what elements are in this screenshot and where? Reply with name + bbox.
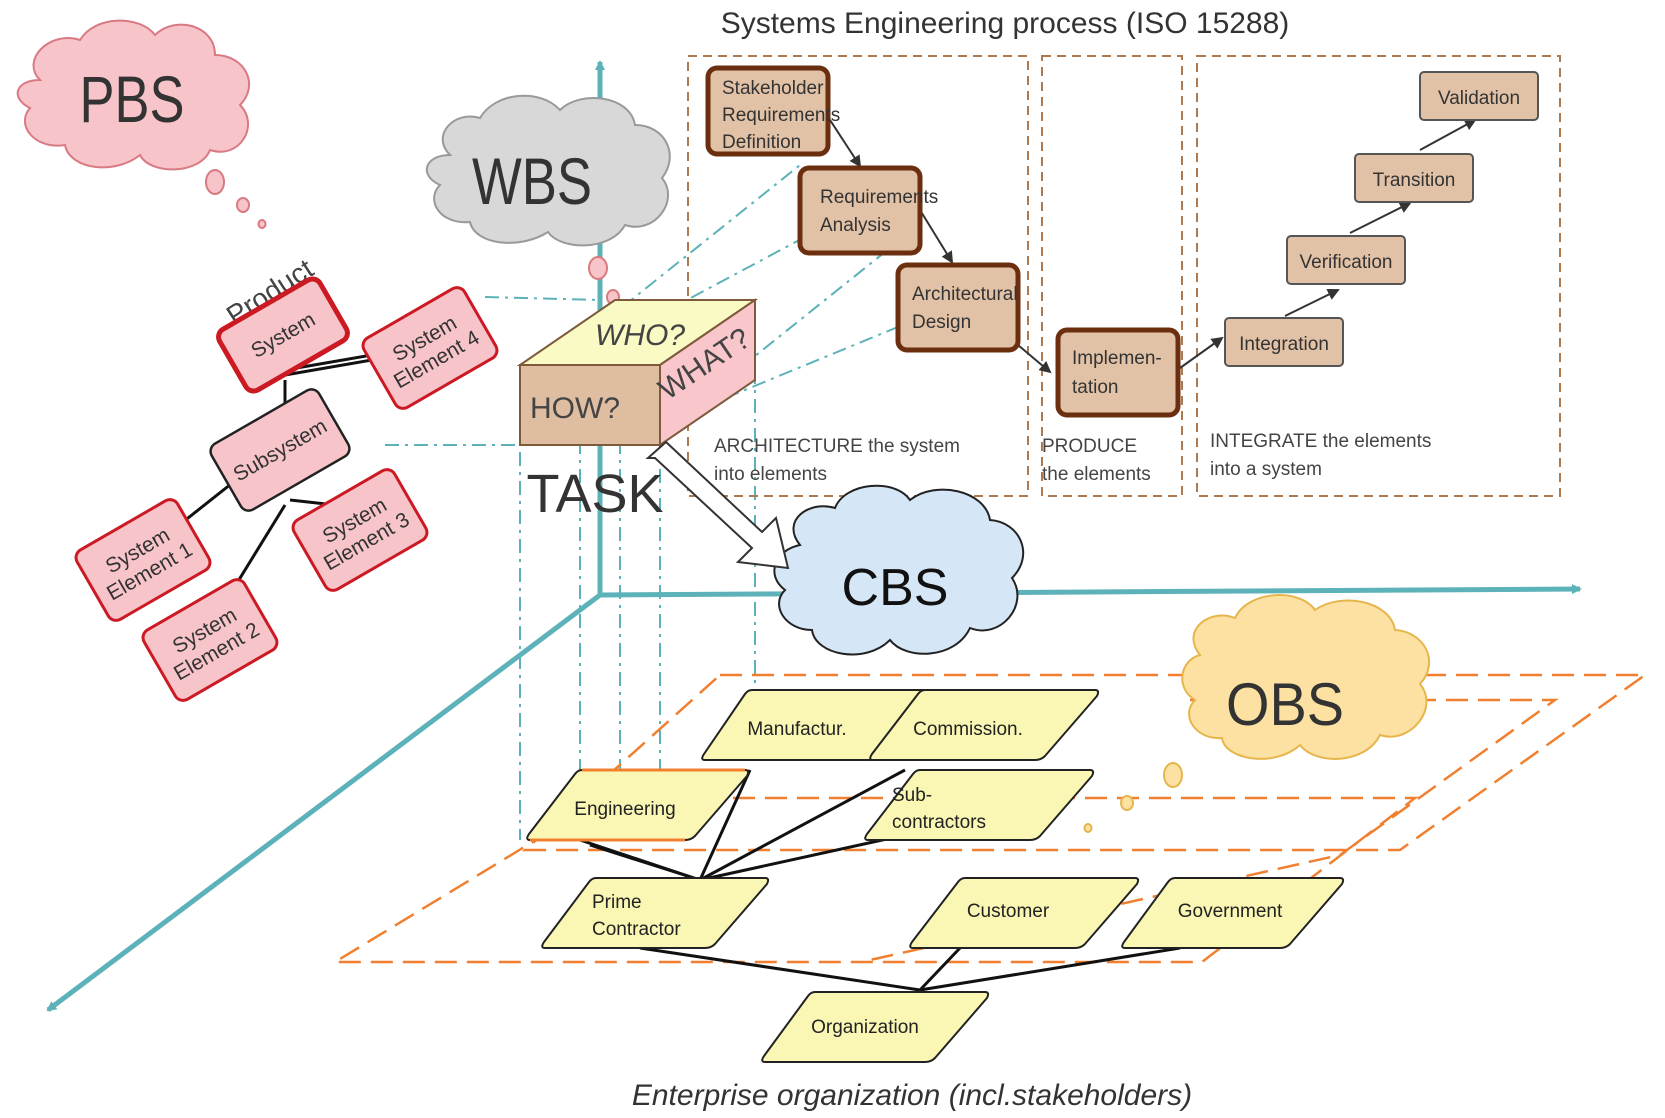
diagram-title: Systems Engineering process (ISO 15288): [721, 7, 1290, 40]
obs-node-organization: Organization: [761, 991, 990, 1063]
svg-text:Manufactur.: Manufactur.: [747, 719, 846, 740]
svg-text:Sub-: Sub-: [892, 785, 932, 806]
pbs-node-element-4: System Element 4: [361, 286, 499, 410]
obs-node-government: Government: [1121, 877, 1345, 949]
pbs-node-subsystem: Subsystem: [209, 388, 351, 512]
se-node-integration: Integration: [1224, 317, 1344, 367]
obs-node-prime-contractor: Prime Contractor: [541, 877, 770, 949]
se-node-architectural-design: Architectural Design: [895, 262, 1021, 353]
se-node-validation: Validation: [1419, 71, 1539, 121]
pbs-node-element-2: System Element 2: [141, 578, 279, 702]
svg-text:Definition: Definition: [722, 132, 801, 153]
svg-text:Customer: Customer: [967, 901, 1050, 922]
axis-diagonal: [46, 593, 602, 1012]
se-node-stakeholder: Stakeholder Requirements Definition: [705, 65, 840, 157]
pbs-node-element-3: System Element 3: [291, 468, 429, 592]
svg-text:Design: Design: [912, 312, 971, 333]
obs-cloud-label: OBS: [1226, 671, 1344, 738]
obs-node-engineering: Engineering: [526, 768, 750, 842]
obs-node-commission: Commission.: [869, 689, 1100, 761]
svg-text:Integration: Integration: [1239, 334, 1329, 355]
obs-node-subcontractors: Sub- contractors: [864, 769, 1095, 841]
architecture-caption-line1: ARCHITECTURE the system: [714, 436, 960, 457]
svg-text:Transition: Transition: [1373, 170, 1456, 191]
obs-node-customer: Customer: [909, 877, 1140, 949]
svg-text:Contractor: Contractor: [592, 919, 681, 940]
svg-text:Validation: Validation: [1438, 88, 1520, 109]
se-node-implementation: Implemen- tation: [1055, 327, 1181, 418]
svg-text:Analysis: Analysis: [820, 215, 891, 236]
wbs-cloud: WBS: [425, 94, 671, 321]
obs-tree: Manufactur. Commission. Engineering Sub-…: [526, 689, 1345, 1063]
svg-text:Requirements: Requirements: [820, 187, 938, 208]
svg-text:Architectural: Architectural: [912, 284, 1018, 305]
produce-caption-line1: PRODUCE: [1042, 436, 1137, 457]
obs-plane-lower: [330, 796, 1419, 964]
se-process: Stakeholder Requirements Definition Requ…: [705, 65, 1539, 418]
pbs-node-system: System: [216, 276, 350, 394]
cbs-cloud: CBS: [773, 484, 1025, 656]
phase-captions: ARCHITECTURE the system into elements PR…: [714, 431, 1431, 485]
svg-text:Prime: Prime: [592, 892, 642, 913]
wbs-cloud-label: WBS: [472, 144, 592, 218]
se-node-verification: Verification: [1286, 235, 1406, 285]
svg-text:Engineering: Engineering: [574, 799, 675, 820]
task-how-label: HOW?: [530, 392, 620, 425]
obs-cloud: OBS: [1083, 594, 1431, 833]
enterprise-caption: Enterprise organization (incl.stakeholde…: [632, 1079, 1192, 1112]
integrate-caption-line1: INTEGRATE the elements: [1210, 431, 1431, 452]
integrate-phase-box: [1196, 55, 1561, 497]
produce-phase-box: [1041, 55, 1183, 497]
obs-node-manufactur: Manufactur.: [701, 689, 935, 761]
svg-text:contractors: contractors: [892, 812, 986, 833]
pbs-cloud-label: PBS: [80, 62, 185, 136]
pbs-tree: Product System Subsystem System Element …: [74, 253, 499, 702]
cbs-cloud-label: CBS: [842, 559, 949, 617]
se-node-requirements-analysis: Requirements Analysis: [797, 165, 938, 256]
pbs-cloud: PBS: [16, 19, 267, 229]
svg-text:Stakeholder: Stakeholder: [722, 78, 824, 99]
task-who-label: WHO?: [595, 319, 685, 352]
task-to-cbs-arrow: [645, 440, 790, 570]
svg-text:tation: tation: [1072, 377, 1118, 398]
task-cube-side: [659, 298, 756, 447]
produce-caption-line2: the elements: [1042, 464, 1151, 485]
svg-text:Organization: Organization: [811, 1017, 919, 1038]
svg-text:Verification: Verification: [1300, 252, 1393, 273]
se-node-transition: Transition: [1354, 153, 1474, 203]
svg-text:Implemen-: Implemen-: [1072, 348, 1162, 369]
architecture-caption-line2: into elements: [714, 464, 827, 485]
task-cube: WHO? HOW? WHAT? TASK: [516, 298, 759, 524]
task-label: TASK: [526, 464, 663, 524]
svg-text:Government: Government: [1178, 901, 1283, 922]
svg-text:Commission.: Commission.: [913, 719, 1023, 740]
svg-text:Requirements: Requirements: [722, 105, 840, 126]
integrate-caption-line2: into a system: [1210, 459, 1322, 480]
axis-horizontal: [599, 584, 1582, 598]
